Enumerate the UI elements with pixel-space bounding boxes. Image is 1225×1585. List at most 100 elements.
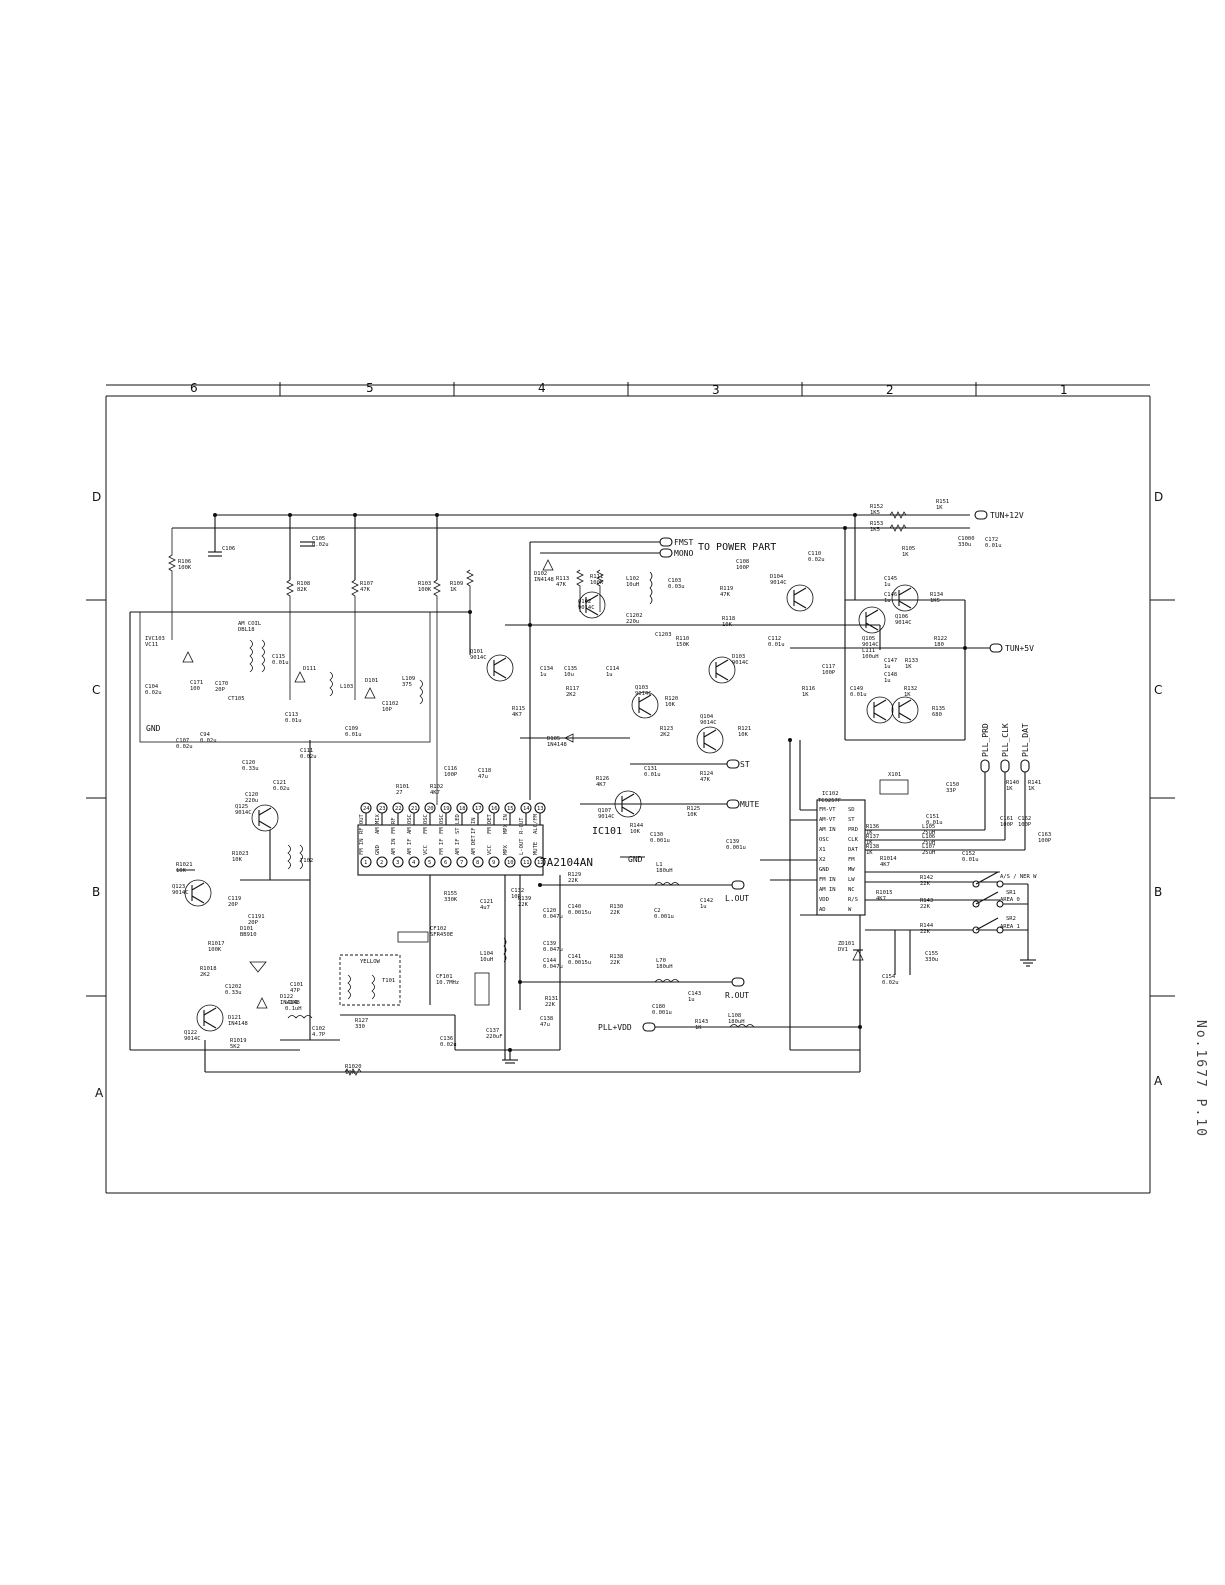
switch-sw3-note: A/S / NER W: [1000, 874, 1037, 880]
ic101-pin-function: AM OSC: [407, 814, 413, 834]
ic102-pin-label: R/S: [848, 897, 858, 903]
page-reference-text: No.1677 P.10: [1193, 1020, 1208, 1138]
mute-connector: [726, 799, 740, 809]
ic101-pin-number: 16: [491, 806, 498, 812]
gnd-label: GND: [146, 724, 161, 733]
page-reference: No.1677 P.10: [1178, 1020, 1218, 1170]
row-label: D: [92, 490, 101, 504]
ic101-pin-number: 21: [411, 806, 418, 812]
st-connector: [726, 759, 740, 769]
r-out-connector: [731, 977, 745, 987]
ic101-pin-number: 1: [364, 860, 367, 866]
ic102-left-pins: FM-VT AM-VT AM IN OSC X1 X2 GND FM IN AM…: [819, 807, 836, 913]
ic101-pin-function: VCC: [487, 845, 493, 855]
row-label: B: [92, 885, 100, 899]
ic101-pin-function: VCC: [423, 845, 429, 855]
row-label: C: [92, 683, 100, 697]
ic101-pin-number: 9: [492, 860, 495, 866]
ic101-pin-number: 7: [460, 860, 463, 866]
ic102-pin-label: OSC: [819, 837, 829, 843]
ic101-pin: [408, 856, 420, 868]
component-label: C1203: [655, 632, 672, 638]
row-label: A: [1154, 1074, 1163, 1088]
column-label: 2: [886, 383, 894, 397]
ic101-pin-number: 23: [379, 806, 386, 812]
ic101-top-pins: 24 RF OUT 23 AM MIX 22 FM RF 21 AM OSC: [359, 802, 546, 834]
ic101-pin-function: FM DET: [487, 813, 493, 834]
row-labels-left: D C B A: [92, 490, 104, 1100]
row-label: C: [1154, 683, 1162, 697]
component-label: YELLOW: [360, 959, 381, 965]
ic101-pin-number: 11: [523, 860, 530, 866]
component-label: L103: [340, 684, 353, 690]
ic102-pin-label: SD: [848, 807, 855, 813]
ic101-gnd-label: GND: [628, 855, 643, 864]
component-label: T101: [382, 978, 395, 984]
component-label: D111: [303, 666, 316, 672]
ic102-pin-label: AM IN: [819, 887, 836, 893]
ic101-pin-function: MPX IN: [503, 814, 509, 834]
ic101-pin-function: FM RF: [391, 817, 397, 834]
tun5v-connector: [989, 643, 1003, 653]
transistor-q103b: [866, 696, 894, 724]
ic101-pin-function: FM OSC: [423, 814, 429, 834]
ic102-part: TC9257F: [818, 798, 841, 804]
ic101-part: TA2104AN: [540, 856, 593, 869]
ic101-pin-number: 2: [380, 860, 383, 866]
mute-label: MUTE: [740, 800, 759, 809]
ic101-pin-function: AM IF: [455, 838, 461, 855]
ic102-ref: IC102: [822, 791, 839, 797]
switch-sr1-ref: SR1: [1006, 890, 1016, 896]
ic101-pin: [440, 856, 452, 868]
ic101-pin-function: AM MIX: [375, 813, 381, 834]
